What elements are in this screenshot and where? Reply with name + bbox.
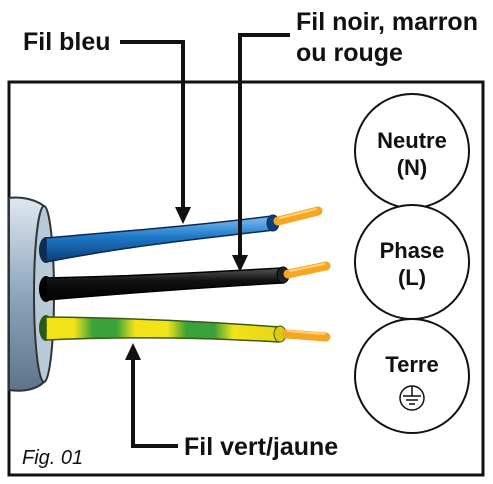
figure-caption: Fig. 01	[22, 447, 83, 469]
blue-wire-leader	[120, 40, 191, 224]
earth-wire-leader	[125, 343, 178, 448]
phase-wire-label-line1: Fil noir, marron	[296, 8, 478, 36]
earth-ground-icon	[399, 385, 425, 411]
neutral-label: Neutre	[377, 128, 447, 153]
blue-wire-label: Fil bleu	[23, 28, 111, 56]
earth-label: Terre	[385, 352, 438, 377]
terminal-earth: Terre	[354, 318, 470, 434]
black-wire	[45, 261, 331, 301]
phase-wire-leader	[232, 33, 290, 272]
neutral-abbrev: (N)	[397, 155, 428, 180]
green-yellow-wire	[45, 316, 331, 343]
phase-abbrev: (L)	[398, 265, 426, 290]
phase-label: Phase	[380, 238, 445, 263]
terminal-phase: Phase (L)	[354, 204, 470, 320]
earth-wire-label: Fil vert/jaune	[184, 433, 338, 461]
phase-wire-label-line2: ou rouge	[296, 39, 403, 67]
blue-wire	[45, 206, 323, 263]
terminal-neutral: Neutre (N)	[354, 93, 470, 209]
